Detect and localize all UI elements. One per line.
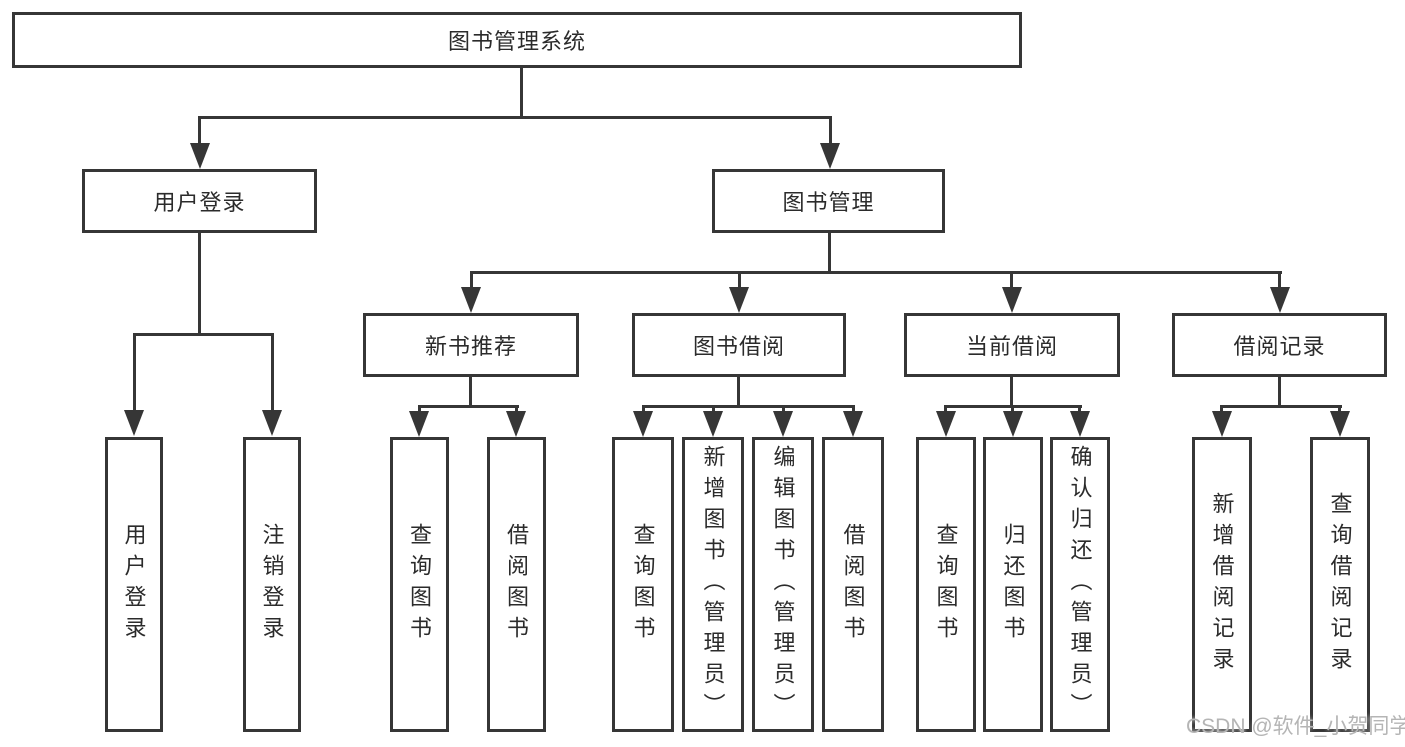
leaf-current-confirm-return-admin-label: 确认归还（管理员）	[1067, 445, 1093, 724]
connector-bookmgmt-stem	[828, 233, 831, 274]
arrow-down-icon	[936, 411, 956, 437]
connector-drop	[1011, 405, 1014, 414]
connector-drop	[418, 405, 421, 414]
leaf-logout-label: 注销登录	[259, 522, 285, 647]
node-book-borrowing: 图书借阅	[632, 313, 846, 377]
node-borrowing-records: 借阅记录	[1172, 313, 1387, 377]
node-user-login-label: 用户登录	[153, 190, 246, 215]
connector-drop-borrowing-records	[1278, 271, 1281, 288]
connector-drop	[782, 405, 785, 414]
node-user-login: 用户登录	[82, 169, 317, 233]
arrow-down-icon	[633, 411, 653, 437]
arrow-down-icon	[1212, 411, 1232, 437]
node-borrowing-records-label: 借阅记录	[1233, 334, 1326, 359]
connector-drop-book-borrowing	[738, 271, 741, 288]
leaf-newrec-borrow-books: 借阅图书	[487, 437, 546, 732]
leaf-logout: 注销登录	[243, 437, 301, 732]
arrow-down-icon	[262, 410, 282, 436]
leaf-borrowing-borrow-books: 借阅图书	[822, 437, 884, 732]
arrow-down-icon	[820, 143, 840, 169]
leaf-records-add-record: 新增借阅记录	[1192, 437, 1252, 732]
leaf-borrowing-edit-book-admin: 编辑图书（管理员）	[752, 437, 814, 732]
leaf-newrec-query-books: 查询图书	[390, 437, 449, 732]
node-book-borrowing-label: 图书借阅	[692, 334, 785, 359]
arrow-down-icon	[703, 411, 723, 437]
node-new-book-recommend: 新书推荐	[363, 313, 579, 377]
node-book-management: 图书管理	[712, 169, 945, 233]
leaf-borrowing-edit-book-admin-label: 编辑图书（管理员）	[770, 445, 796, 724]
arrow-down-icon	[461, 287, 481, 313]
connector-drop-new-book-recommend	[470, 271, 473, 288]
connector-drop-leaf-logout	[271, 333, 274, 411]
csdn-watermark: CSDN @软件_小贺同学	[1186, 715, 1405, 738]
connector-drop-user-login	[198, 116, 201, 144]
node-new-book-recommend-label: 新书推荐	[424, 334, 517, 359]
arrow-down-icon	[1002, 287, 1022, 313]
connector-records-stem	[1278, 377, 1281, 408]
leaf-records-query-record-label: 查询借阅记录	[1327, 491, 1353, 678]
arrow-down-icon	[1003, 411, 1023, 437]
arrow-down-icon	[843, 411, 863, 437]
connector-drop	[712, 405, 715, 414]
connector-newrec-rail	[418, 405, 519, 408]
node-library-system: 图书管理系统	[12, 12, 1022, 68]
leaf-records-query-record: 查询借阅记录	[1310, 437, 1370, 732]
connector-records-rail	[1221, 405, 1342, 408]
arrow-down-icon	[1070, 411, 1090, 437]
connector-borrowing-stem	[737, 377, 740, 408]
connector-bookmgmt-rail	[470, 271, 1282, 274]
connector-drop	[944, 405, 947, 414]
leaf-borrowing-add-book-admin: 新增图书（管理员）	[682, 437, 744, 732]
connector-userlogin-rail	[133, 333, 274, 336]
connector-drop	[1220, 405, 1223, 414]
connector-drop	[1338, 405, 1341, 414]
leaf-current-query-books-label: 查询图书	[933, 522, 959, 647]
connector-drop-current-borrowing	[1010, 271, 1013, 288]
connector-root-rail	[198, 116, 832, 119]
node-current-borrowing: 当前借阅	[904, 313, 1120, 377]
connector-userlogin-stem	[198, 233, 201, 336]
connector-current-stem	[1010, 377, 1013, 408]
arrow-down-icon	[1270, 287, 1290, 313]
leaf-borrowing-borrow-books-label: 借阅图书	[840, 522, 866, 647]
leaf-borrowing-query-books: 查询图书	[612, 437, 674, 732]
connector-drop	[1078, 405, 1081, 414]
arrow-down-icon	[1330, 411, 1350, 437]
connector-root-stem	[520, 67, 523, 119]
connector-borrowing-rail	[642, 405, 855, 408]
connector-drop-book-management	[829, 116, 832, 144]
leaf-user-login: 用户登录	[105, 437, 163, 732]
leaf-current-return-books-label: 归还图书	[1000, 522, 1026, 647]
leaf-current-return-books: 归还图书	[983, 437, 1043, 732]
arrow-down-icon	[506, 411, 526, 437]
leaf-borrowing-add-book-admin-label: 新增图书（管理员）	[700, 445, 726, 724]
connector-drop	[515, 405, 518, 414]
leaf-newrec-query-books-label: 查询图书	[407, 522, 433, 647]
connector-drop	[852, 405, 855, 414]
connector-newrec-stem	[469, 377, 472, 408]
leaf-user-login-label: 用户登录	[121, 522, 147, 647]
arrow-down-icon	[409, 411, 429, 437]
arrow-down-icon	[190, 143, 210, 169]
node-library-system-label: 图书管理系统	[447, 29, 586, 54]
leaf-current-confirm-return-admin: 确认归还（管理员）	[1050, 437, 1110, 732]
node-current-borrowing-label: 当前借阅	[965, 334, 1058, 359]
arrow-down-icon	[124, 410, 144, 436]
connector-drop-leaf-user-login	[133, 333, 136, 411]
node-book-management-label: 图书管理	[782, 190, 875, 215]
connector-drop	[642, 405, 645, 414]
leaf-borrowing-query-books-label: 查询图书	[630, 522, 656, 647]
leaf-current-query-books: 查询图书	[916, 437, 976, 732]
arrow-down-icon	[773, 411, 793, 437]
leaf-newrec-borrow-books-label: 借阅图书	[504, 522, 530, 647]
leaf-records-add-record-label: 新增借阅记录	[1209, 491, 1235, 678]
arrow-down-icon	[729, 287, 749, 313]
